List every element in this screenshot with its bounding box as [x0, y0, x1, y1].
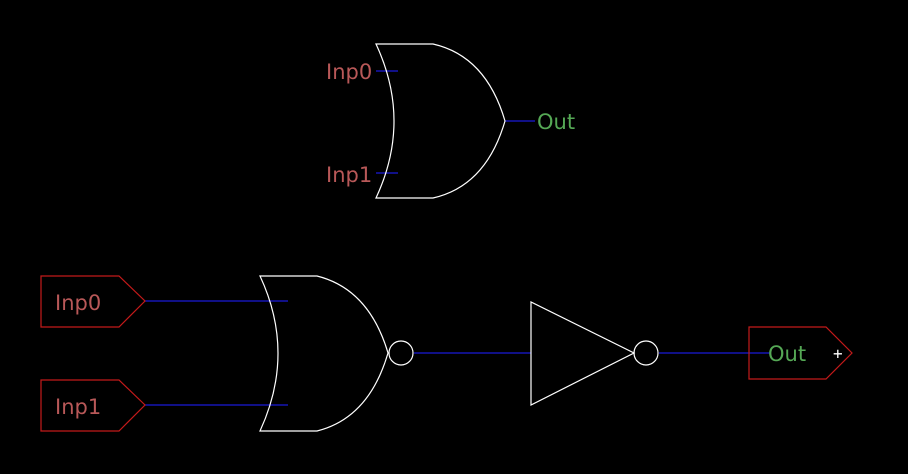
input-port-1-shape[interactable] [40, 379, 146, 432]
not-gate[interactable] [530, 301, 659, 406]
nor-gate-icon[interactable] [259, 275, 389, 432]
output-port-out[interactable]: Out [748, 326, 853, 380]
not-inversion-bubble-icon [633, 340, 659, 366]
output-port-label: Out [768, 342, 806, 366]
nor-inversion-bubble-icon [388, 340, 414, 366]
input-port-inp1[interactable]: Inp1 [40, 379, 146, 432]
preview-input-1-label: Inp1 [326, 163, 372, 187]
input-port-0-label: Inp0 [55, 291, 101, 315]
not-gate-icon[interactable] [530, 301, 636, 406]
input-port-inp0[interactable]: Inp0 [40, 275, 146, 328]
input-port-0-shape[interactable] [40, 275, 146, 328]
input-port-1-label: Inp1 [55, 395, 101, 419]
schematic: Inp0 Inp1 Out + [40, 275, 853, 432]
preview-input-0-label: Inp0 [326, 60, 372, 84]
preview-output-label: Out [537, 110, 575, 134]
crosshair-cursor-icon: + [833, 344, 843, 363]
symbol-preview: Inp0 Inp1 Out [326, 43, 575, 199]
nor-gate[interactable] [259, 275, 414, 432]
output-port-shape[interactable] [748, 326, 853, 380]
or-gate-icon[interactable] [375, 43, 506, 199]
